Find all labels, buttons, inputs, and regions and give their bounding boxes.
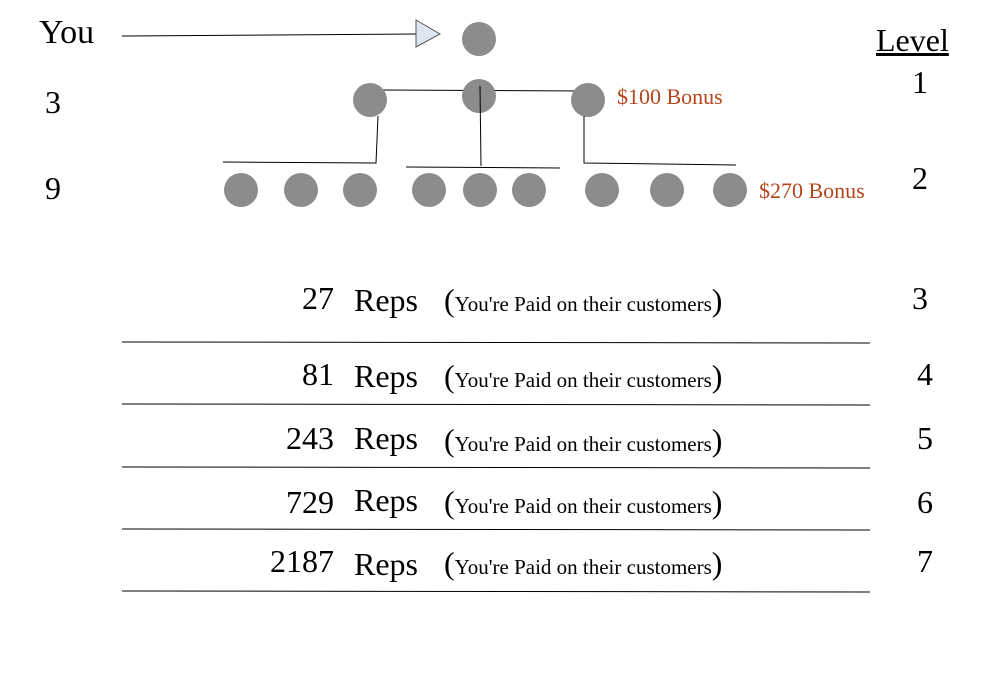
row-note: (You're Paid on their customers) [444, 545, 723, 581]
row-level: 5 [917, 420, 933, 456]
row-separator [121, 341, 871, 344]
row-separator [121, 590, 871, 593]
row-note: (You're Paid on their customers) [444, 358, 723, 394]
row-separator [121, 403, 871, 406]
node-you [462, 22, 496, 56]
row-note-text: You're Paid on their customers [454, 292, 712, 316]
count-level-2: 9 [45, 170, 61, 206]
row-level: 6 [917, 484, 933, 520]
node-level2-3 [343, 173, 377, 207]
you-arrow-line [121, 33, 417, 37]
row-note-text: You're Paid on their customers [454, 555, 712, 579]
row-separator [121, 528, 871, 531]
node-level2-2 [284, 173, 318, 207]
row-level: 4 [917, 356, 933, 392]
node-level1-center [462, 79, 496, 113]
node-level2-4 [412, 173, 446, 207]
row-separator [121, 466, 871, 469]
row-level: 7 [917, 543, 933, 579]
node-level2-6 [512, 173, 546, 207]
row-reps-label: Reps [354, 482, 418, 518]
branch-center-bar [405, 166, 561, 169]
you-label: You [39, 14, 95, 51]
level-number-2: 2 [912, 160, 928, 196]
row-note-text: You're Paid on their customers [454, 494, 712, 518]
row-note: (You're Paid on their customers) [444, 422, 723, 458]
node-level2-5 [463, 173, 497, 207]
node-level2-9 [713, 173, 747, 207]
node-level1-right [571, 83, 605, 117]
row-reps-label: Reps [354, 358, 418, 394]
row-count: 243 [286, 420, 334, 456]
branch-left [222, 115, 379, 164]
node-level2-1 [224, 173, 258, 207]
row-note: (You're Paid on their customers) [444, 282, 723, 318]
row-count: 27 [302, 280, 334, 316]
node-level2-7 [585, 173, 619, 207]
row-level: 3 [912, 280, 928, 316]
node-level2-8 [650, 173, 684, 207]
row-reps-label: Reps [354, 546, 418, 582]
row-note-text: You're Paid on their customers [454, 368, 712, 392]
row-count: 81 [302, 356, 334, 392]
row-reps-label: Reps [354, 420, 418, 456]
bonus-level-2: $270 Bonus [759, 178, 865, 203]
node-level1-left [353, 83, 387, 117]
branch-right [583, 116, 737, 166]
row-count: 2187 [270, 543, 334, 579]
level-number-1: 1 [912, 64, 928, 100]
bonus-level-1: $100 Bonus [617, 84, 723, 109]
branch-center [479, 85, 482, 167]
row-note-text: You're Paid on their customers [454, 432, 712, 456]
count-level-1: 3 [45, 84, 61, 120]
you-arrow-head [415, 19, 442, 48]
row-count: 729 [286, 484, 334, 520]
level-header: Level [876, 22, 949, 58]
row-reps-label: Reps [354, 282, 418, 318]
row-note: (You're Paid on their customers) [444, 484, 723, 520]
